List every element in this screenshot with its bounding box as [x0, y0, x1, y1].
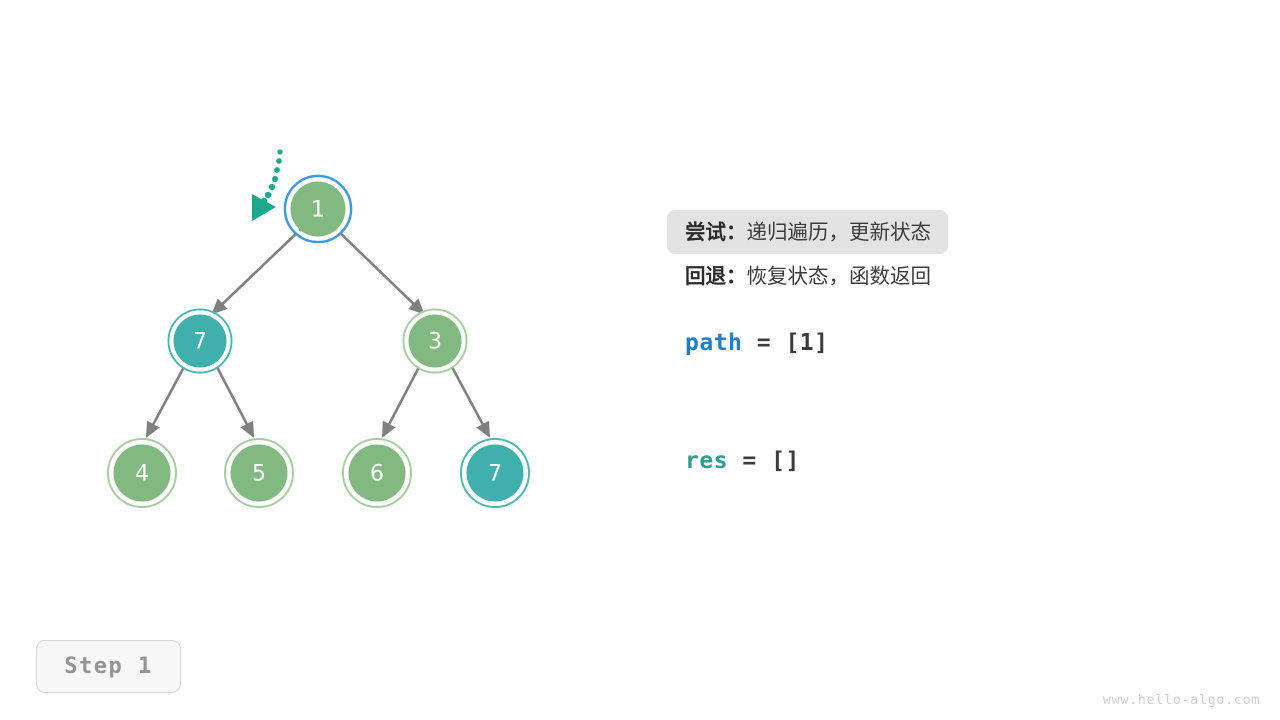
description-line-try: 尝试：递归遍历，更新状态 [667, 210, 948, 254]
node-ring [107, 438, 177, 508]
node-white-gap [462, 440, 528, 506]
node-white-gap [344, 440, 410, 506]
node-active-ring [283, 174, 353, 244]
node-label: 6 [370, 462, 384, 487]
node-white-gap [404, 310, 466, 372]
trail-dot [277, 149, 283, 155]
trail-dot [274, 167, 280, 173]
node-circle [290, 181, 346, 237]
res-variable-value: = [] [742, 448, 800, 474]
node-circle [466, 444, 524, 502]
tree-edges [145, 229, 491, 438]
tree-node-5[interactable]: 5 [224, 438, 294, 508]
trail-dot [268, 183, 276, 191]
edge-3-6 [381, 366, 421, 438]
node-label: 1 [311, 198, 325, 223]
description-line-backtrack: 回退：恢复状态，函数返回 [685, 254, 931, 298]
tree-node-1[interactable]: 1 [283, 174, 353, 244]
path-variable-value: = [1] [756, 330, 829, 356]
node-label: 3 [428, 330, 442, 355]
path-variable-row: path = [1] [685, 330, 829, 356]
trail-dot [272, 176, 278, 182]
tree-node-3[interactable]: 3 [402, 308, 468, 374]
binary-tree-diagram: 1 7 3 4 5 6 7 [107, 149, 530, 508]
node-circle [113, 444, 171, 502]
node-circle [173, 314, 227, 368]
backtrack-label: 回退： [685, 264, 747, 288]
node-white-gap [226, 440, 292, 506]
node-white-gap [109, 440, 175, 506]
node-ring [224, 438, 294, 508]
edge-3-7 [450, 366, 491, 438]
res-variable-row: res = [] [685, 448, 800, 474]
info-panel: 尝试：递归遍历，更新状态 回退：恢复状态，函数返回 path = [1] res… [667, 210, 1245, 474]
res-variable-name: res [685, 448, 729, 474]
node-white-gap [169, 310, 231, 372]
node-circle [230, 444, 288, 502]
edge-1-7 [211, 229, 301, 315]
tree-node-6[interactable]: 6 [342, 438, 412, 508]
path-variable-name: path [685, 330, 743, 356]
trail-dot [264, 191, 272, 199]
edge-7-4 [145, 366, 186, 438]
try-label: 尝试： [685, 220, 747, 244]
node-ring [342, 438, 412, 508]
node-label: 4 [135, 462, 149, 487]
pointer-triangle-icon [252, 194, 276, 221]
step-badge: Step 1 [36, 640, 181, 693]
node-white-gap [286, 177, 350, 241]
cursor-pointer [252, 149, 283, 221]
edge-1-3 [336, 229, 425, 315]
tree-node-4[interactable]: 4 [107, 438, 177, 508]
watermark: www.hello-algo.com [1102, 692, 1260, 708]
node-label: 7 [193, 330, 207, 355]
node-circle [408, 314, 462, 368]
node-label: 5 [252, 462, 266, 487]
node-ring [167, 308, 233, 374]
edge-7-5 [215, 366, 255, 438]
backtrack-text: 恢复状态，函数返回 [746, 264, 932, 288]
node-ring [402, 308, 468, 374]
node-ring [460, 438, 530, 508]
trail-dot [276, 158, 282, 164]
node-label: 7 [488, 462, 502, 487]
tree-node-7-right[interactable]: 7 [460, 438, 530, 508]
try-text: 递归遍历，更新状态 [746, 220, 932, 244]
node-circle [348, 444, 406, 502]
tree-node-7-left[interactable]: 7 [167, 308, 233, 374]
